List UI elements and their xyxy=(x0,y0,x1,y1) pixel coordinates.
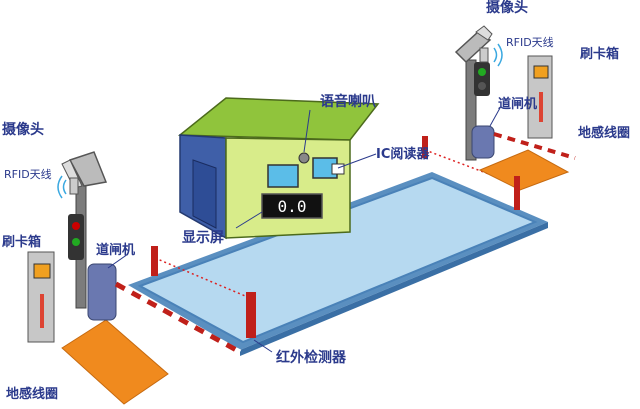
label-loop-right: 地感线圈 xyxy=(578,125,630,141)
infrared-beam-left xyxy=(154,257,251,299)
rfid-left-signal-icon xyxy=(57,175,67,199)
booth-door xyxy=(192,159,217,229)
rfid-right-signal-icon xyxy=(493,43,503,67)
label-rfid-right: RFID天线 xyxy=(506,35,554,49)
label-card-box-right: 刷卡箱 xyxy=(580,46,619,62)
label-camera-right: 摄像头 xyxy=(486,0,528,16)
left-traffic-light xyxy=(68,214,84,260)
booth-window-left xyxy=(267,164,299,188)
label-speaker: 语音喇叭 xyxy=(320,93,376,110)
ic-reader-device xyxy=(331,163,345,175)
infrared-post-right-2 xyxy=(514,176,520,210)
weighbridge-platform xyxy=(128,172,548,356)
right-card-box xyxy=(527,55,553,139)
left-card-box xyxy=(27,251,55,343)
infrared-beam-right xyxy=(424,149,519,186)
right-barrier xyxy=(471,125,576,160)
control-booth: 0.0 xyxy=(177,97,380,240)
label-infrared-detector: 红外检测器 xyxy=(276,349,347,366)
label-ic-reader: IC阅读器 xyxy=(376,146,430,162)
display-value: 0.0 xyxy=(278,197,307,216)
right-camera-icon xyxy=(454,25,493,64)
label-gate-left: 道闸机 xyxy=(96,242,135,258)
infrared-post-right-1 xyxy=(422,136,428,158)
label-display-screen: 显示屏 xyxy=(182,230,224,246)
leader-lines xyxy=(107,107,501,353)
left-camera-icon xyxy=(61,151,108,189)
label-gate-right: 道闸机 xyxy=(498,96,537,112)
ground-loop-left xyxy=(61,319,169,405)
left-pole-assembly xyxy=(27,151,242,355)
right-pole-assembly xyxy=(454,25,576,161)
right-traffic-light xyxy=(474,62,490,96)
label-camera-left: 摄像头 xyxy=(2,121,44,138)
infrared-post-left-1 xyxy=(151,246,158,276)
left-barrier xyxy=(87,263,242,355)
label-rfid-left: RFID天线 xyxy=(4,167,52,181)
display-screen-device xyxy=(261,193,323,219)
booth-roof xyxy=(177,97,380,141)
ground-loop-right xyxy=(478,149,570,191)
label-card-box-left: 刷卡箱 xyxy=(2,234,41,250)
right-pole xyxy=(465,59,477,161)
right-rfid-antenna xyxy=(479,47,489,63)
speaker-device xyxy=(298,152,310,164)
infrared-post-left-2 xyxy=(246,292,256,338)
label-loop-left: 地感线圈 xyxy=(6,386,58,402)
left-rfid-antenna xyxy=(69,177,79,195)
